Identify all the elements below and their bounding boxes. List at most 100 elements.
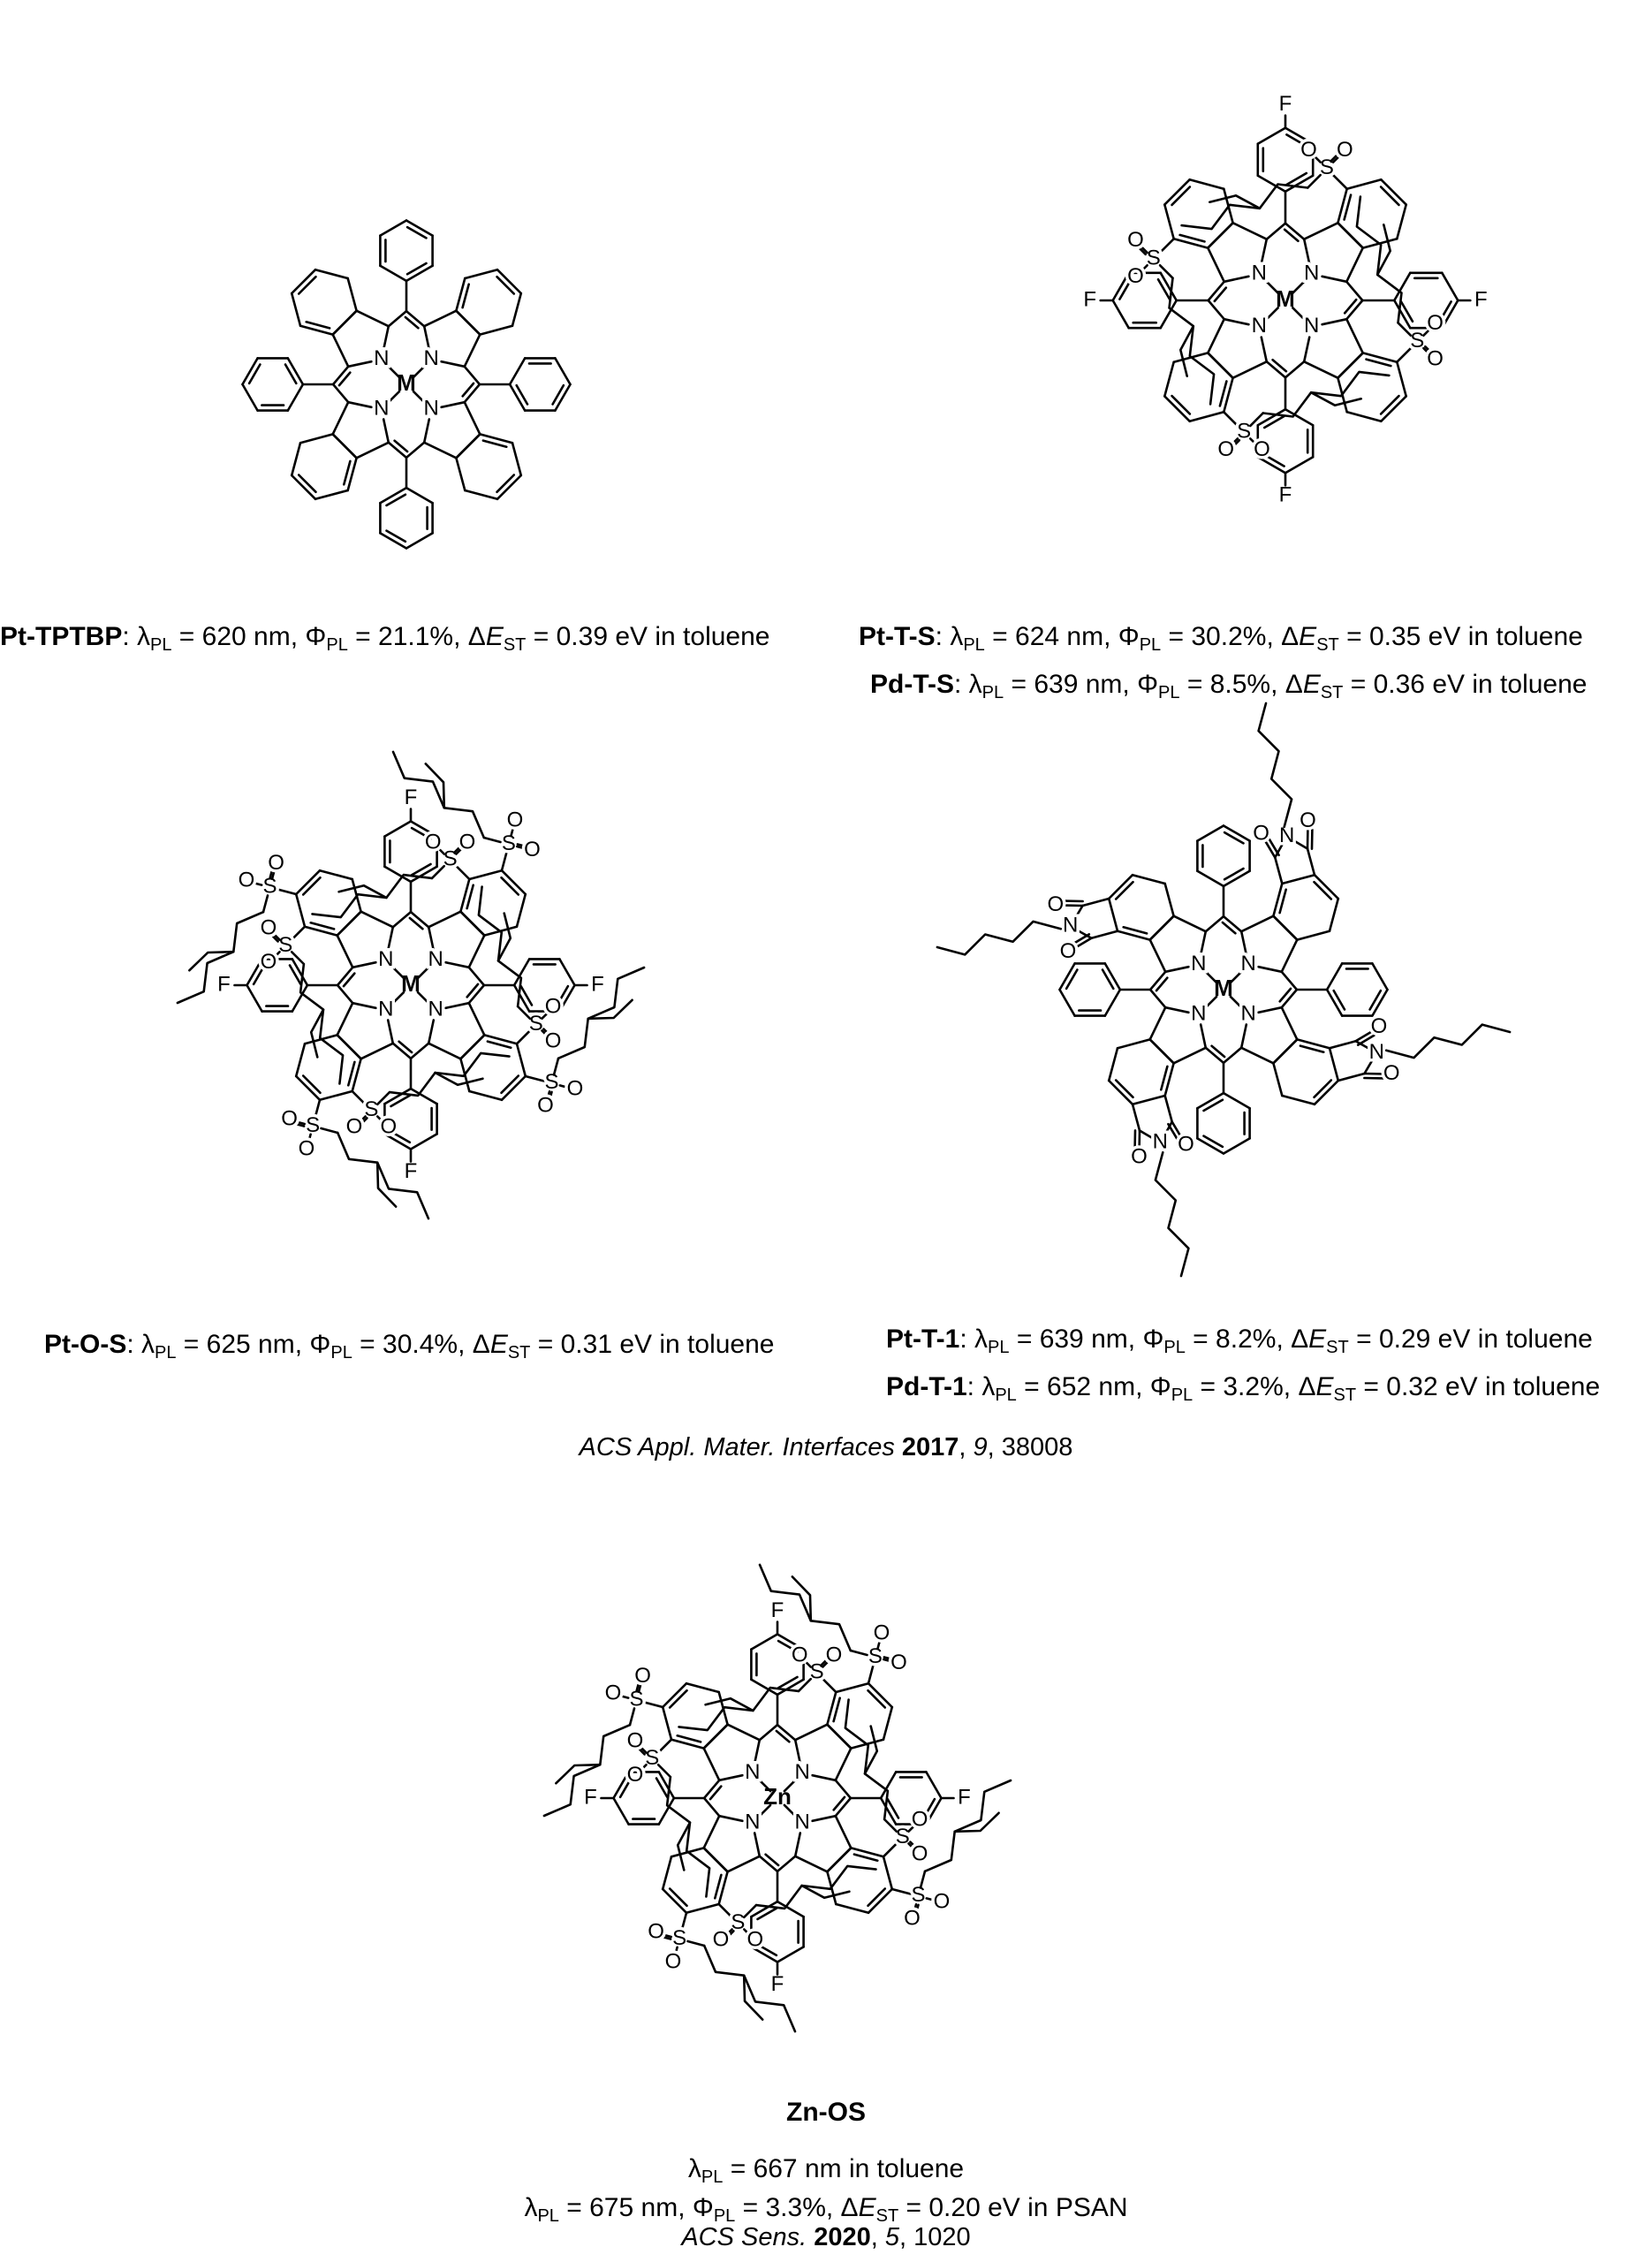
bond <box>276 887 298 896</box>
bond <box>1162 1120 1174 1138</box>
fluorine-atom: F <box>1279 483 1292 507</box>
benzo-ring <box>1281 873 1316 885</box>
benzo-ring <box>1379 394 1400 415</box>
phenyl-ring <box>1196 824 1225 842</box>
bond <box>1345 299 1364 321</box>
benzo-ring <box>455 457 466 492</box>
benzo-ring <box>1107 1047 1119 1082</box>
bond <box>1292 307 1307 322</box>
oxygen-atom: O <box>665 1949 682 1973</box>
benzo-ring <box>685 1681 720 1694</box>
benzo-ring <box>867 1887 894 1915</box>
phenyl-ring <box>1325 962 1344 991</box>
sulfur-atom: S <box>645 1746 659 1770</box>
bond <box>463 333 481 368</box>
phenyl-ring <box>922 1797 936 1819</box>
benzo-ring <box>346 457 358 492</box>
bond <box>382 418 390 444</box>
bond <box>742 1928 752 1937</box>
bond <box>726 1855 762 1873</box>
benzo-ring <box>496 275 516 295</box>
phenyl-ring <box>1222 1137 1251 1155</box>
bond <box>386 364 401 379</box>
bond <box>295 1120 306 1126</box>
nitrogen-atom: N <box>745 1810 760 1834</box>
bond <box>1363 1057 1375 1075</box>
bond <box>1203 995 1218 1010</box>
bond <box>342 972 356 988</box>
bond <box>1354 1029 1374 1043</box>
bond <box>925 1897 936 1902</box>
benzo-ring <box>1296 930 1331 941</box>
benzo-ring <box>1218 380 1228 407</box>
compound-name: Pt-TPTBP <box>0 622 123 651</box>
oxygen-atom: O <box>545 995 562 1019</box>
benzo-ring <box>1361 352 1398 363</box>
bond <box>1210 1044 1226 1059</box>
bond <box>1354 1039 1372 1051</box>
phenyl-ring <box>1262 453 1285 467</box>
phenyl-ring <box>405 264 434 283</box>
phenyl-ring <box>508 383 527 412</box>
phenyl-ring <box>409 1133 438 1150</box>
bond <box>909 1841 918 1849</box>
bond <box>467 1001 486 1036</box>
bond <box>412 390 427 405</box>
benzo-ring <box>826 1690 837 1726</box>
phenyl-ring <box>1256 126 1287 145</box>
nitrogen-atom: N <box>745 1760 760 1784</box>
phenyl-ring <box>1441 299 1459 330</box>
bond <box>387 441 408 459</box>
phenyl-ring <box>383 820 413 838</box>
benzo-ring <box>347 1060 356 1087</box>
bond <box>1328 1039 1357 1050</box>
bond <box>1273 841 1285 859</box>
benzo-ring <box>1160 1065 1169 1091</box>
benzo-ring <box>832 1696 841 1723</box>
phenyl-ring <box>379 486 408 505</box>
bond <box>1204 915 1225 933</box>
bond <box>270 869 276 880</box>
reference-1: ACS Appl. Mater. Interfaces 2017, 9, 380… <box>579 1433 1073 1461</box>
bond <box>463 400 481 436</box>
oxygen-atom: O <box>904 1907 921 1931</box>
alkyl-chain <box>336 1131 430 1220</box>
bond <box>832 1795 846 1811</box>
bond <box>351 960 377 969</box>
fluorine-atom: F <box>217 972 231 996</box>
bond <box>726 1930 735 1939</box>
phenyl-ring <box>1438 300 1452 323</box>
bond <box>1306 847 1316 877</box>
bond <box>1155 976 1169 992</box>
bond <box>422 309 458 328</box>
bond <box>422 324 431 351</box>
sulfur-atom: S <box>1147 246 1161 269</box>
bond <box>1213 286 1228 303</box>
bond <box>834 1814 853 1849</box>
bond <box>1207 247 1225 284</box>
bond <box>673 1946 678 1957</box>
caption-pt-t-s: Pt-T-S: λPL = 624 nm, ΦPL = 30.2%, ΔEST … <box>859 622 1583 655</box>
bond <box>516 843 527 848</box>
alkyl-chain <box>542 1723 632 1818</box>
oxygen-atom: O <box>1383 1061 1400 1085</box>
bond <box>482 836 502 844</box>
benzo-ring <box>459 1034 486 1060</box>
bond <box>422 441 458 459</box>
ethyl-branch <box>587 998 633 1021</box>
phenyl-ring <box>409 820 438 838</box>
phenyl-ring <box>1256 408 1287 427</box>
bond <box>686 1939 706 1947</box>
bond <box>455 846 464 855</box>
phenyl-ring <box>1103 988 1122 1017</box>
bond <box>867 1663 875 1685</box>
benzo-ring <box>511 442 523 477</box>
benzo-ring <box>1345 411 1383 422</box>
nitrogen-atom: N <box>1304 262 1319 285</box>
nitrogen-atom: N <box>1063 914 1078 937</box>
bond <box>313 1098 322 1120</box>
bond <box>1283 228 1300 243</box>
benzo-ring <box>1148 915 1175 941</box>
